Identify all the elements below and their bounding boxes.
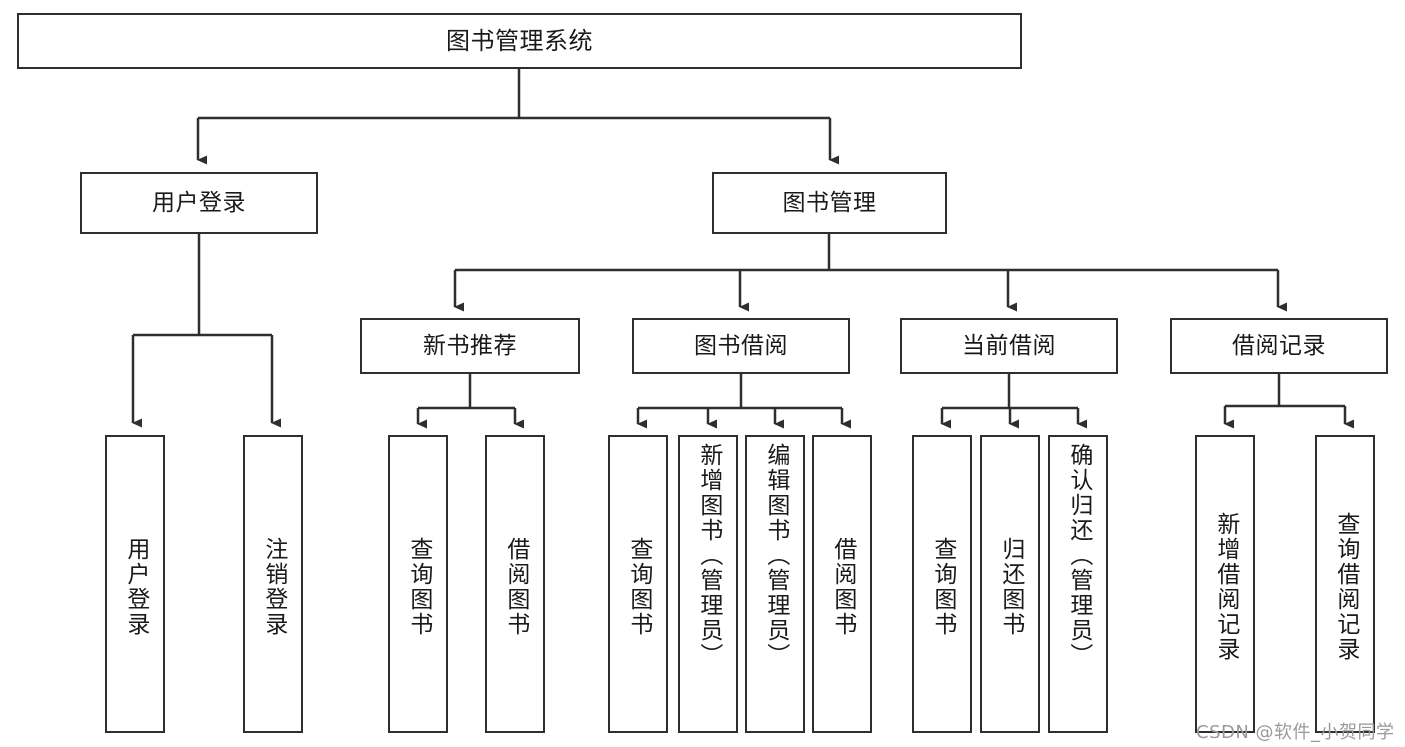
leaf-user-login-label: 用户登录 bbox=[122, 537, 149, 637]
leaf-query-book-recommend-label: 查询图书 bbox=[405, 537, 432, 637]
node-user-login[interactable]: 用户登录 bbox=[80, 172, 318, 234]
leaf-confirm-return[interactable]: 确认归还（管理员） bbox=[1048, 435, 1108, 733]
node-book-manage-label: 图书管理 bbox=[782, 189, 877, 216]
leaf-add-book[interactable]: 新增图书（管理员） bbox=[678, 435, 738, 733]
leaf-borrow-book-recommend[interactable]: 借阅图书 bbox=[485, 435, 545, 733]
leaf-query-book-current-label: 查询图书 bbox=[929, 537, 956, 637]
leaf-borrow-book[interactable]: 借阅图书 bbox=[812, 435, 872, 733]
leaf-add-borrow-record-label: 新增借阅记录 bbox=[1212, 512, 1239, 662]
node-user-login-label: 用户登录 bbox=[152, 189, 246, 216]
node-book-manage[interactable]: 图书管理 bbox=[712, 172, 947, 234]
leaf-add-book-label: 新增图书（管理员） bbox=[695, 443, 722, 668]
leaf-borrow-book-recommend-label: 借阅图书 bbox=[502, 537, 529, 637]
node-new-book-recommend[interactable]: 新书推荐 bbox=[360, 318, 580, 374]
node-book-borrow-label: 图书借阅 bbox=[694, 332, 788, 359]
leaf-confirm-return-label: 确认归还（管理员） bbox=[1065, 443, 1092, 668]
leaf-query-borrow-record-label: 查询借阅记录 bbox=[1332, 512, 1359, 662]
leaf-edit-book[interactable]: 编辑图书（管理员） bbox=[745, 435, 805, 733]
leaf-query-book-recommend[interactable]: 查询图书 bbox=[388, 435, 448, 733]
csdn-watermark-text: CSDN @软件_小贺同学 bbox=[1196, 722, 1395, 743]
node-borrow-record-label: 借阅记录 bbox=[1232, 332, 1326, 359]
leaf-add-borrow-record[interactable]: 新增借阅记录 bbox=[1195, 435, 1255, 733]
leaf-query-book-current[interactable]: 查询图书 bbox=[912, 435, 972, 733]
node-new-book-recommend-label: 新书推荐 bbox=[423, 332, 517, 359]
leaf-return-book-label: 归还图书 bbox=[997, 537, 1024, 637]
leaf-return-book[interactable]: 归还图书 bbox=[980, 435, 1040, 733]
leaf-edit-book-label: 编辑图书（管理员） bbox=[762, 443, 789, 668]
node-borrow-record[interactable]: 借阅记录 bbox=[1170, 318, 1388, 374]
node-book-borrow[interactable]: 图书借阅 bbox=[632, 318, 850, 374]
leaf-user-login[interactable]: 用户登录 bbox=[105, 435, 165, 733]
leaf-user-logout[interactable]: 注销登录 bbox=[243, 435, 303, 733]
leaf-query-borrow-record[interactable]: 查询借阅记录 bbox=[1315, 435, 1375, 733]
leaf-query-book[interactable]: 查询图书 bbox=[608, 435, 668, 733]
node-current-borrow-label: 当前借阅 bbox=[962, 332, 1056, 359]
node-root[interactable]: 图书管理系统 bbox=[17, 13, 1022, 69]
node-root-label: 图书管理系统 bbox=[446, 27, 593, 55]
node-current-borrow[interactable]: 当前借阅 bbox=[900, 318, 1118, 374]
leaf-borrow-book-label: 借阅图书 bbox=[829, 537, 856, 637]
leaf-user-logout-label: 注销登录 bbox=[260, 537, 287, 637]
csdn-watermark: CSDN @软件_小贺同学 bbox=[1196, 718, 1395, 744]
leaf-query-book-label: 查询图书 bbox=[625, 537, 652, 637]
